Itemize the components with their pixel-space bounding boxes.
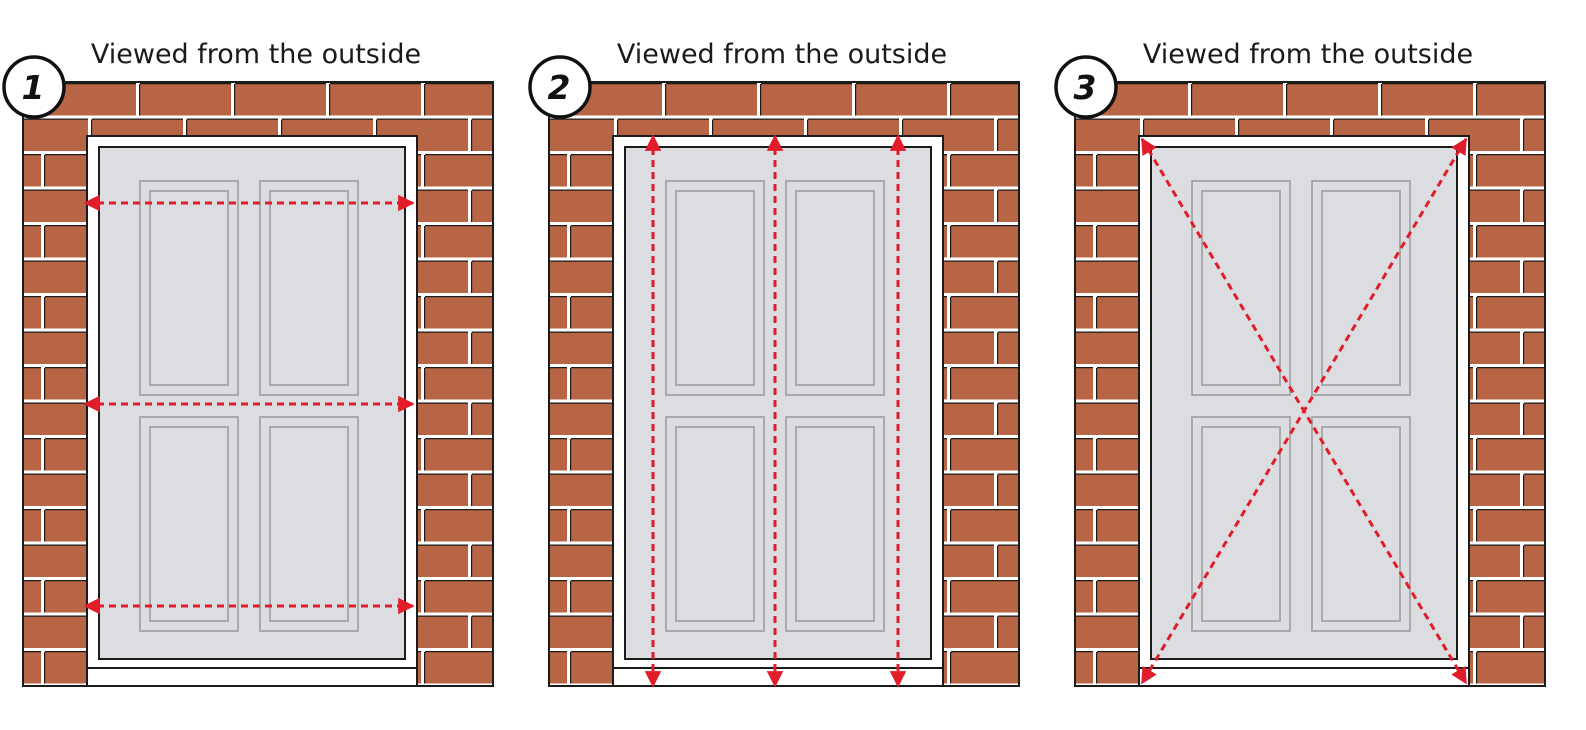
door-panel — [665, 180, 765, 396]
door-panel-inner — [795, 190, 875, 386]
door-panel-inner — [149, 190, 229, 386]
door-panel — [259, 180, 359, 396]
measurement-arrows-vertical — [644, 134, 907, 688]
panel-3: Viewed from the outside 3 — [1054, 39, 1546, 687]
door-panel-inner — [675, 426, 755, 622]
door-panel — [785, 416, 885, 632]
badge-circle — [528, 55, 592, 119]
step-badge: 1 — [2, 55, 66, 119]
step-badge: 3 — [1054, 55, 1118, 119]
door-panel-inner — [675, 190, 755, 386]
door-panel — [259, 416, 359, 632]
door — [86, 135, 418, 687]
panel-title: Viewed from the outside — [1143, 39, 1473, 70]
panel-title: Viewed from the outside — [91, 39, 421, 70]
badge-number: 3 — [1074, 68, 1097, 107]
step-badge: 2 — [528, 55, 592, 119]
door-leaf — [624, 146, 932, 660]
panel-1: Viewed from the outside 1 — [2, 39, 494, 687]
door-panel — [665, 416, 765, 632]
measurement-arrows-horizontal — [83, 194, 415, 615]
door-panel — [139, 180, 239, 396]
door-panel — [139, 416, 239, 632]
door-panel-inner — [269, 426, 349, 622]
door-panel — [785, 180, 885, 396]
door-panel-inner — [269, 190, 349, 386]
badge-number: 2 — [548, 68, 571, 107]
measurement-arrows-diagonal — [1140, 137, 1468, 685]
badge-circle — [2, 55, 66, 119]
door-panel-inner — [149, 426, 229, 622]
door-leaf — [1150, 146, 1458, 660]
measurement-arrow — [1140, 137, 1468, 685]
door-panel-inner — [795, 426, 875, 622]
panel-2: Viewed from the outside 2 — [528, 39, 1020, 688]
door-leaf — [98, 146, 406, 660]
badge-number: 1 — [22, 68, 45, 107]
panel-title: Viewed from the outside — [617, 39, 947, 70]
door — [612, 135, 944, 687]
badge-circle — [1054, 55, 1118, 119]
